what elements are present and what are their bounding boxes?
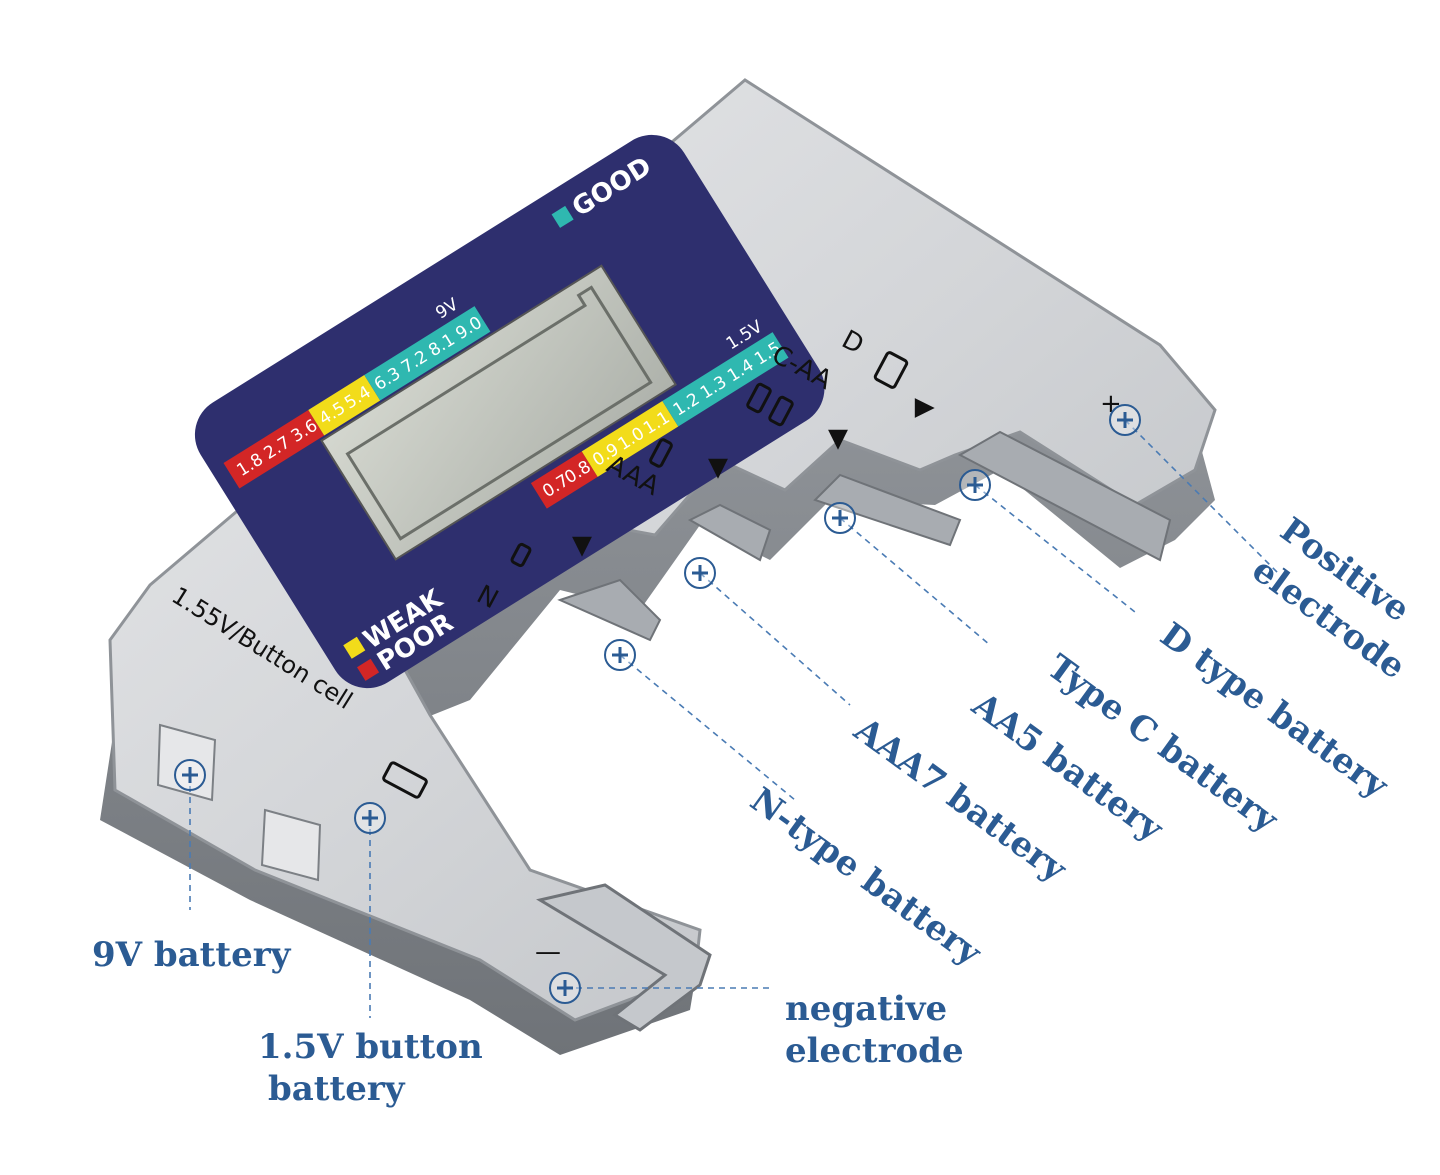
aaa-arrow: ▲ [708,455,728,485]
callout-button-2: battery [268,1069,406,1109]
lcd-screen [320,264,677,561]
c-aa-arrow: ▲ [828,426,848,456]
aaa-electrode-marker [604,639,636,671]
leader-aa5 [699,572,851,706]
leader-lines [189,419,1281,1018]
lcd-battery-outline [345,285,653,541]
n-arrow: ▲ [572,533,592,563]
callout-negative-2: electrode [785,1031,964,1071]
metal-contacts [536,430,1172,1032]
leader-d-type [974,484,1136,613]
poor-swatch [357,658,380,681]
aa-battery-icon [768,395,794,427]
c-electrode-marker [824,502,856,534]
side-contacts [156,723,322,882]
weak-swatch [343,636,366,659]
d-electrode-marker [959,469,991,501]
electrode-markers [174,404,1141,1004]
n-battery-icon [510,542,532,568]
good-swatch [551,205,574,228]
d-battery-icon [873,351,909,389]
indicator-panel: 1.8 2.7 3.6 4.5 5.4 6.3 7.2 8.1 9.0 9V 0… [194,134,825,689]
leader-type-c [839,517,991,646]
c-battery-icon [746,382,772,414]
d-arrow: ▲ [911,398,941,418]
minus-mark: — [535,937,561,967]
scale-9v: 1.8 2.7 3.6 4.5 5.4 6.3 7.2 8.1 9.0 9V [223,294,491,489]
negative-electrode-marker [549,972,581,1004]
callout-button-1: 1.5V button [258,1027,483,1067]
leader-aaa7 [619,654,796,801]
scale-15v: 0.7 0.8 0.9 1.0 1.1 1.2 1.3 1.4 1.5 1.5V [530,317,789,509]
9v-electrode-marker [174,759,206,791]
plus-mark: + [1100,389,1122,419]
aaa-battery-icon [649,438,673,468]
button-electrode-marker [354,802,386,834]
callout-negative-1: negative [785,989,947,1029]
callout-9v: 9V battery [92,935,292,975]
positive-electrode-marker [1109,404,1141,436]
button-battery-icon [382,761,428,799]
aa-electrode-marker [684,557,716,589]
leader-positive [1124,419,1281,576]
device-body [100,78,1217,1055]
